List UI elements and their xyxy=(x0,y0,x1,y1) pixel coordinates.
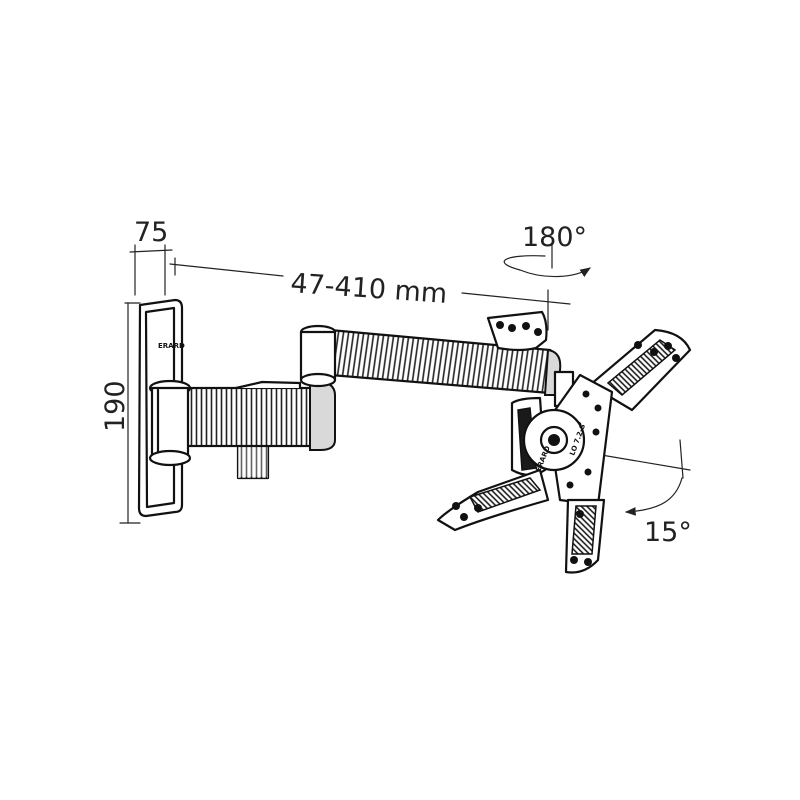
dimension-plate-height: 190 xyxy=(100,302,141,524)
lower-right-arm-holes xyxy=(570,510,592,566)
first-arm xyxy=(148,379,336,480)
arm-extension-label: 47-410 mm xyxy=(290,268,449,310)
second-arm xyxy=(299,324,562,396)
vesa-plate: ERARD LO 7.2-S xyxy=(436,310,692,574)
dimension-swivel: 180° xyxy=(503,222,591,278)
plate-height-label: 190 xyxy=(100,380,131,432)
wall-plate-logo: ERARD xyxy=(158,342,185,350)
lower-left-arm-holes xyxy=(452,502,482,521)
dimension-wall-depth: 75 xyxy=(129,217,173,296)
wall-depth-label: 75 xyxy=(134,217,168,248)
tilt-angle-label: 15° xyxy=(644,517,692,548)
upper-left-arm-holes xyxy=(496,321,542,336)
upper-right-arm-holes xyxy=(634,341,680,362)
swivel-angle-label: 180° xyxy=(522,222,587,253)
swivel-disc: ERARD LO 7.2-S xyxy=(522,408,587,473)
